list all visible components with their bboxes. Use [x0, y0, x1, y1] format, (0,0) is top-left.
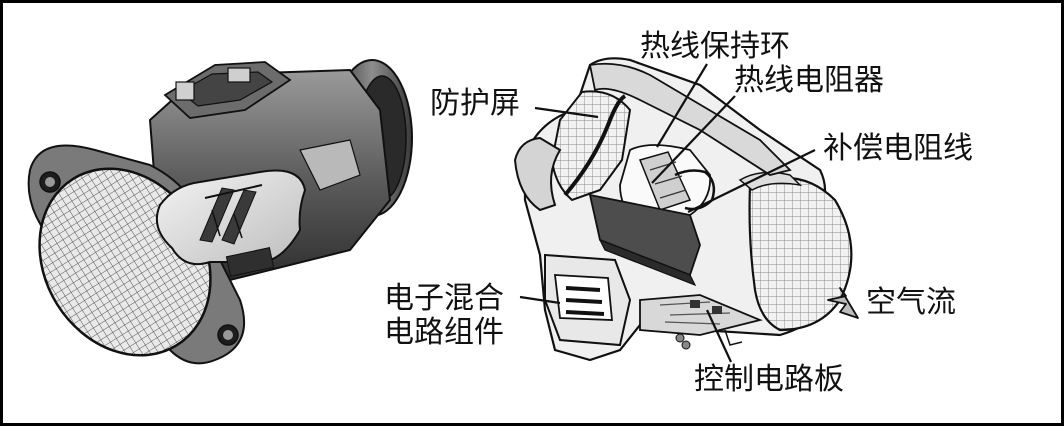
- label-control-circuit-board: 控制电路板: [694, 362, 844, 397]
- label-hot-wire-retaining-ring: 热线保持环: [640, 29, 790, 64]
- leader-hot-wire-retaining-ring: [656, 63, 708, 148]
- air-flow-arrow: [827, 287, 859, 319]
- label-electronic-hybrid-circuit-line1: 电子混合: [384, 281, 504, 316]
- label-electronic-hybrid-circuit-line2: 电路组件: [384, 315, 504, 350]
- callout-labels: 热线保持环 热线电阻器 防护屏 补偿电阻线 电子混合 电路组件 空气流 控制电路…: [384, 29, 973, 397]
- leader-control-circuit-board: [706, 309, 732, 363]
- sensor-exterior-illustration: [27, 59, 413, 365]
- leader-compensation-resistor-wire: [687, 149, 816, 213]
- label-hot-wire-resistor: 热线电阻器: [734, 63, 884, 98]
- leader-lines: [519, 63, 816, 363]
- leader-protective-screen: [534, 106, 599, 119]
- label-compensation-resistor-wire: 补偿电阻线: [823, 131, 973, 166]
- leader-hot-wire-resistor: [651, 95, 736, 184]
- label-protective-screen: 防护屏: [430, 86, 520, 121]
- label-air-flow: 空气流: [866, 285, 956, 320]
- sensor-cutaway-illustration: [513, 57, 853, 362]
- leader-electronic-hybrid-circuit: [519, 295, 561, 305]
